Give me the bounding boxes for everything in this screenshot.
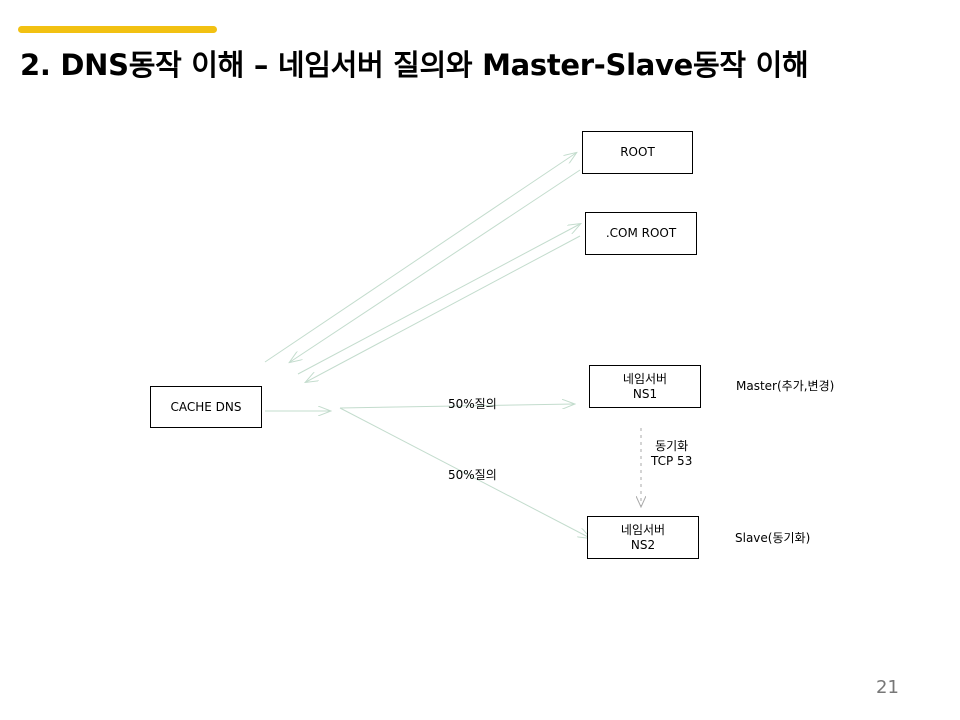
- cache-dns-node: CACHE DNS: [150, 386, 262, 428]
- ns2-node: 네임서버 NS2: [587, 516, 699, 559]
- com-root-server-node: .COM ROOT: [585, 212, 697, 255]
- arrow-query-ns1: [339, 404, 574, 408]
- ns1-node: 네임서버 NS1: [589, 365, 701, 408]
- root-server-node: ROOT: [582, 131, 693, 174]
- arrow-root-response: [290, 169, 581, 362]
- master-note: Master(추가,변경): [736, 379, 835, 393]
- arrow-query-to-root: [264, 153, 576, 363]
- page-number: 21: [876, 677, 899, 698]
- sync-label-line2: TCP 53: [651, 454, 693, 468]
- arrow-com-root-response: [306, 235, 581, 382]
- slide-title: 2. DNS동작 이해 – 네임서버 질의와 Master-Slave동작 이해: [20, 48, 809, 82]
- ns2-line1: 네임서버: [620, 522, 666, 537]
- accent-bar: [18, 26, 217, 33]
- ns2-line2: NS2: [630, 537, 656, 552]
- query-ns1-label: 50%질의: [448, 397, 497, 411]
- sync-label-line1: 동기화: [655, 439, 689, 453]
- sync-label: 동기화 TCP 53: [651, 439, 692, 469]
- cache-dns-label: CACHE DNS: [170, 399, 242, 414]
- slave-note: Slave(동기화): [735, 531, 811, 545]
- arrow-query-to-com-root: [297, 224, 580, 375]
- com-root-server-label: .COM ROOT: [605, 226, 677, 240]
- root-server-label: ROOT: [620, 145, 655, 159]
- query-ns2-label: 50%질의: [448, 468, 497, 482]
- ns1-line1: 네임서버: [622, 371, 668, 386]
- arrow-query-ns2: [339, 407, 590, 538]
- ns1-line2: NS1: [632, 386, 658, 401]
